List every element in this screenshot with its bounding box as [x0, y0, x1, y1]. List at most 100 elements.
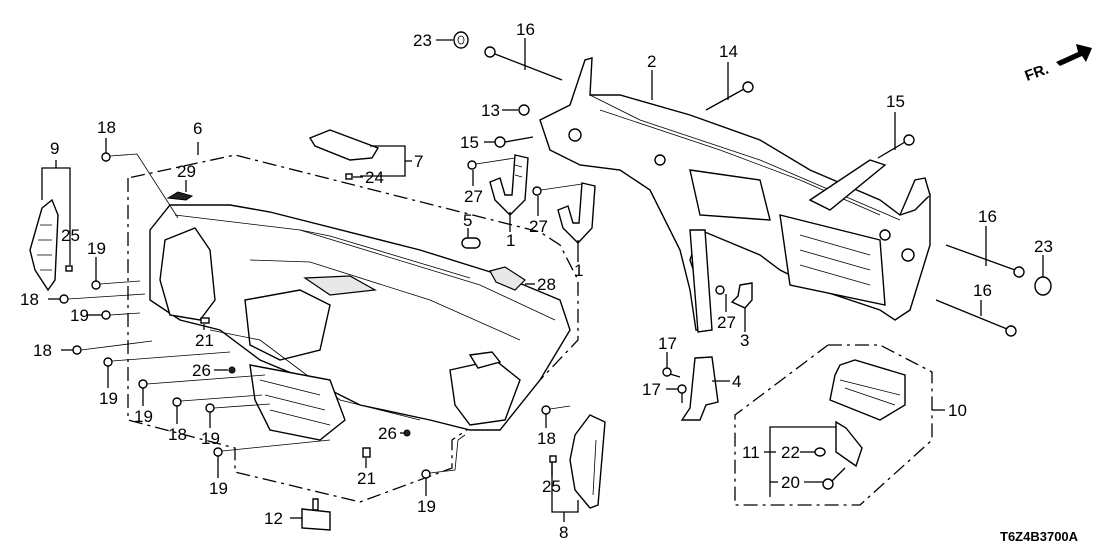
callout-20: 20: [781, 473, 800, 492]
screw-19-a: [91, 280, 141, 290]
cap-23-top: [453, 31, 469, 49]
callout-8: 8: [559, 523, 568, 542]
callout-23a: 23: [413, 31, 432, 50]
grille-28: [489, 266, 526, 291]
clip-25-a: [65, 265, 73, 272]
leader-lines: [41, 38, 1044, 522]
callout-17b: 17: [642, 380, 661, 399]
bolt-15-left: [494, 136, 534, 148]
callout-23b: 23: [1034, 237, 1053, 256]
callout-27b: 27: [529, 217, 548, 236]
callout-19g: 19: [417, 497, 436, 516]
bracket-1-left: [489, 154, 529, 216]
nut-22: [814, 447, 826, 457]
screw-19-b: [101, 310, 141, 320]
callout-7: 7: [414, 152, 423, 171]
callout-24: 24: [365, 168, 384, 187]
side-cover-9: [29, 198, 59, 292]
callout-19a: 19: [87, 239, 106, 258]
callout-18d: 18: [168, 425, 187, 444]
callout-6: 6: [193, 119, 202, 138]
clip-26-b: [403, 429, 411, 437]
bolt-27-c: [715, 285, 725, 295]
callout-5: 5: [463, 211, 472, 230]
clip-26-a: [228, 366, 236, 374]
front-direction-indicator: FR.: [1023, 44, 1092, 85]
instrument-panel: [149, 204, 571, 441]
callout-19d: 19: [134, 407, 153, 426]
screw-18-b: [59, 293, 146, 304]
bolt-16-right-lower: [935, 299, 1017, 337]
callout-12: 12: [264, 509, 283, 528]
screw-19-c: [103, 351, 231, 367]
callout-labels: 1 1 2 3 4 5 6 7 8 9 10 11 12 13 14 15 15…: [20, 20, 1053, 542]
callout-27a: 27: [464, 187, 483, 206]
callout-16c: 16: [973, 281, 992, 300]
callout-28: 28: [537, 275, 556, 294]
callout-16b: 16: [978, 207, 997, 226]
callout-10: 10: [948, 401, 967, 420]
callout-27c: 27: [717, 313, 736, 332]
bolt-27-b: [532, 183, 583, 196]
screw-19-f: [213, 439, 331, 457]
callout-25b: 25: [542, 477, 561, 496]
callout-21b: 21: [357, 469, 376, 488]
callout-19e: 19: [201, 429, 220, 448]
callout-18b: 18: [20, 290, 39, 309]
callout-18e: 18: [537, 429, 556, 448]
screw-18-c: [72, 340, 153, 355]
clip-25-b: [549, 455, 557, 463]
screw-19-g: [421, 434, 466, 479]
diagram-code: T6Z4B3700A: [1000, 529, 1079, 544]
screw-18-d: [172, 394, 263, 407]
callout-22: 22: [781, 443, 800, 462]
sensor-5: [461, 237, 481, 249]
lid-7: [308, 129, 380, 161]
callout-25a: 25: [61, 226, 80, 245]
nut-13: [518, 104, 530, 116]
callout-15a: 15: [460, 133, 479, 152]
grille-29: [166, 191, 194, 201]
callout-14: 14: [719, 42, 738, 61]
bolt-16-top: [484, 46, 563, 81]
bolt-17-b: [677, 384, 687, 403]
bolt-17-a: [662, 367, 681, 378]
clip-24: [345, 173, 353, 180]
side-cover-8: [569, 414, 606, 509]
clip-21-b: [362, 447, 371, 458]
front-arrow-icon: [1056, 44, 1092, 66]
bracket-1-right: [557, 182, 596, 245]
callout-26a: 26: [192, 361, 211, 380]
callout-19b: 19: [70, 306, 89, 325]
callout-18c: 18: [33, 341, 52, 360]
bolt-20: [822, 467, 846, 490]
callout-1b: 1: [574, 261, 583, 280]
callout-21a: 21: [195, 331, 214, 350]
airbag-module-10: [734, 344, 933, 506]
callout-18a: 18: [97, 118, 116, 137]
callout-1a: 1: [506, 231, 515, 250]
callout-4: 4: [732, 372, 741, 391]
callout-17a: 17: [658, 334, 677, 353]
bolt-15-right: [877, 134, 915, 159]
callout-3: 3: [740, 331, 749, 350]
callout-19f: 19: [209, 479, 228, 498]
bracket-3: [730, 282, 753, 309]
cap-23-right: [1034, 276, 1052, 296]
bolt-14: [705, 81, 754, 111]
bracket-4: [680, 356, 719, 421]
callout-2: 2: [647, 52, 656, 71]
callout-29: 29: [177, 162, 196, 181]
screw-18-e: [541, 405, 571, 415]
clip-21-a: [200, 317, 210, 324]
bolt-27-a: [467, 157, 516, 170]
front-label: FR.: [1023, 61, 1052, 85]
label-12: [301, 498, 331, 531]
callout-19c: 19: [99, 389, 118, 408]
callout-26b: 26: [378, 424, 397, 443]
callout-9: 9: [50, 139, 59, 158]
bolt-16-right-upper: [945, 244, 1025, 278]
callout-16a: 16: [516, 20, 535, 39]
fasteners: [59, 31, 1052, 490]
